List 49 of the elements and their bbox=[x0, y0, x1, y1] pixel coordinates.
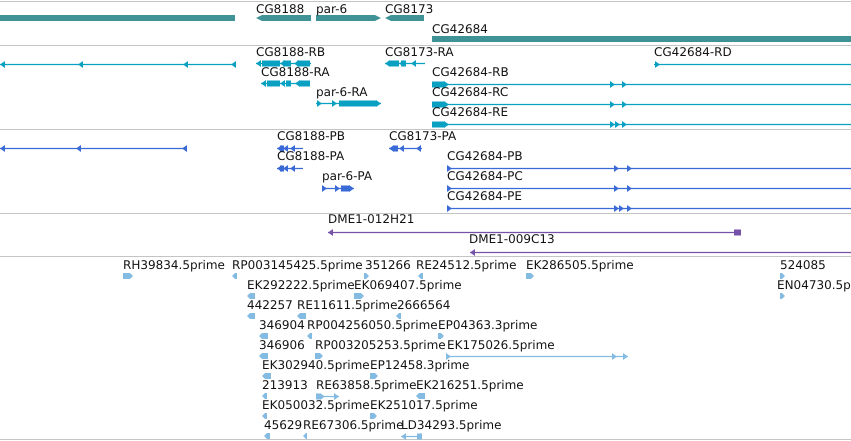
feature-label: RP004256050.5prime bbox=[307, 319, 438, 332]
feature-label: CG8173 bbox=[385, 3, 434, 16]
feature-label: CG42684-PE bbox=[447, 190, 522, 203]
feature-label: CG42684-RD bbox=[654, 46, 732, 59]
feature-label: RE24512.5prime bbox=[416, 259, 516, 272]
feature-label: 346904 bbox=[259, 319, 305, 332]
feature-label: EK286505.5prime bbox=[526, 259, 634, 272]
feature-label: EK251017.5prime bbox=[370, 399, 478, 412]
feature-label: RP003145425.5prime bbox=[232, 259, 363, 272]
feature-label: EK292222.5prime bbox=[247, 279, 355, 292]
feature-label: par-6-RA bbox=[316, 86, 368, 99]
feature-label: RP003205253.5prime bbox=[315, 339, 446, 352]
feature-label: RH39834.5prime bbox=[123, 259, 225, 272]
feature-label: 45629 bbox=[264, 419, 302, 432]
feature-label: EK216251.5prime bbox=[416, 379, 524, 392]
feature-label: RE63858.5prime bbox=[316, 379, 416, 392]
feature-label: DME1-012H21 bbox=[328, 213, 414, 226]
feature-label: CG8173-PA bbox=[389, 130, 456, 143]
feature-label: EK302940.5prime bbox=[262, 359, 370, 372]
feature-label: EK175026.5prime bbox=[447, 339, 555, 352]
feature-label: 346906 bbox=[259, 339, 305, 352]
feature-label: EP12458.3prime bbox=[370, 359, 470, 372]
feature-label: CG8188-RA bbox=[261, 66, 330, 79]
feature-label: EK069407.5prime bbox=[354, 279, 462, 292]
feature-label: RE11611.5prime bbox=[297, 299, 398, 312]
feature-label: CG42684-RC bbox=[432, 86, 508, 99]
feature-label: CG8188-PA bbox=[277, 150, 344, 163]
feature-label: CG42684-RB bbox=[432, 66, 509, 79]
feature-label: CG8188-RB bbox=[256, 46, 326, 59]
feature-label: EN04730.5p bbox=[777, 279, 851, 292]
feature-label: par-6 bbox=[316, 3, 348, 16]
feature-label: 351266 bbox=[365, 259, 411, 272]
feature-label: par-6-PA bbox=[322, 170, 372, 183]
feature-label: EP04363.3prime bbox=[438, 319, 538, 332]
feature-label: 442257 bbox=[247, 299, 293, 312]
feature-label: 213913 bbox=[262, 379, 308, 392]
feature-label: CG8188 bbox=[256, 3, 304, 16]
feature-label: CG42684-RE bbox=[432, 106, 508, 119]
feature-label: CG42684-PB bbox=[447, 150, 523, 163]
feature-label: EK050032.5prime bbox=[262, 399, 370, 412]
feature-label: CG42684 bbox=[432, 23, 488, 36]
feature-label: CG8188-PB bbox=[277, 130, 346, 143]
feature-label: CG8173-RA bbox=[385, 46, 454, 59]
feature-label: DME1-009C13 bbox=[469, 233, 555, 246]
feature-label: 2666564 bbox=[397, 299, 450, 312]
feature-label: RE67306.5prime bbox=[303, 419, 404, 432]
feature-label: LD34293.5prime bbox=[401, 419, 502, 432]
feature-label: 524085 bbox=[780, 259, 826, 272]
feature-label: CG42684-PC bbox=[447, 170, 523, 183]
